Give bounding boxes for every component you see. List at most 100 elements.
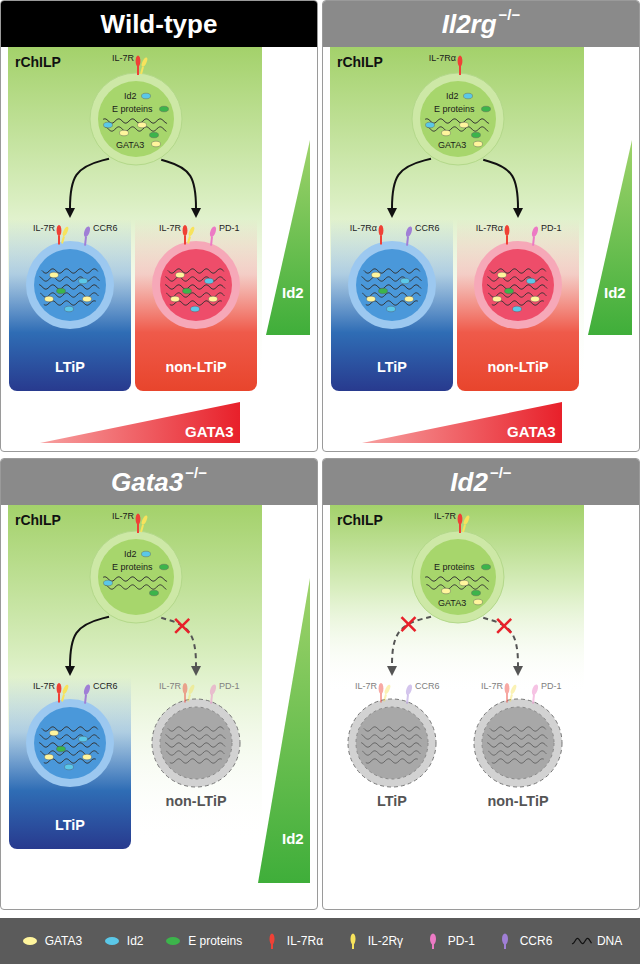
id2-molecule xyxy=(104,580,113,586)
genotype-title: Id2 xyxy=(450,469,488,495)
legend-text: PD-1 xyxy=(448,934,475,948)
cell-membrane xyxy=(152,241,240,329)
id2-molecule xyxy=(65,764,74,770)
id2-molecule xyxy=(401,278,410,284)
cell-membrane xyxy=(26,699,114,787)
il2rg-receptor xyxy=(510,684,518,695)
legend-swatch-shape xyxy=(105,937,119,945)
cell-membrane xyxy=(474,699,562,787)
blocked-cross xyxy=(401,617,415,631)
gata3-molecule xyxy=(442,130,451,136)
genotype-title: Wild-type xyxy=(101,11,218,37)
ccr6-receptor xyxy=(405,684,414,696)
legend-text: CCR6 xyxy=(520,934,553,948)
il2rg-receptor xyxy=(141,57,149,68)
gata3-gradient-triangle xyxy=(40,402,240,443)
il7r-receptor xyxy=(505,225,510,236)
surface-marker-stalk xyxy=(407,695,408,704)
receptor-label: IL-7Rα xyxy=(476,223,503,233)
blocked-cross xyxy=(175,619,189,633)
lineage-name: LTiP xyxy=(9,359,131,376)
gata3-molecule xyxy=(367,296,376,302)
gata3-molecule xyxy=(45,754,54,760)
gata3-molecule xyxy=(176,272,185,278)
dna-strand xyxy=(488,735,548,740)
il7r-stalk xyxy=(459,524,461,533)
progenitor-cell: IL-7RId2E proteinsGATA3 xyxy=(84,51,188,169)
stage-label: rChILP xyxy=(15,55,61,70)
receptor-label: IL-7R xyxy=(112,53,134,63)
gata3-molecule xyxy=(50,730,59,736)
cell-membrane xyxy=(348,699,436,787)
legend-text: Id2 xyxy=(127,934,144,948)
dna-strand xyxy=(165,285,225,290)
il7r-stalk xyxy=(184,235,186,244)
gata3-molecule xyxy=(405,296,414,302)
dna-strand xyxy=(490,727,546,731)
legend-text: IL-2Rγ xyxy=(368,934,403,948)
receptor-label: CCR6 xyxy=(415,681,440,691)
genotype-panel: Id2−/−IL-7RE proteinsGATA3IL-7RCCR6LTiPI… xyxy=(322,458,640,910)
dna-strand xyxy=(488,277,548,282)
il2rg-stalk xyxy=(62,236,64,243)
il7r-stalk xyxy=(506,693,508,702)
cell-membrane xyxy=(412,531,504,623)
receptor-label: CCR6 xyxy=(93,223,118,233)
cell-membrane xyxy=(26,241,114,329)
genotype-panel: Gata3−/−IL-7RId2E proteinsIL-7RCCR6LTiPI… xyxy=(0,458,318,910)
gata3-molecule xyxy=(442,588,451,594)
cell-membrane xyxy=(90,531,182,623)
legend-text: GATA3 xyxy=(45,934,83,948)
legend-item: IL-2Rγ xyxy=(341,933,403,949)
il2rg-receptor xyxy=(463,515,471,526)
gata3-molecule xyxy=(83,754,92,760)
id2-gradient-triangle xyxy=(266,140,310,335)
lineage-name: LTiP xyxy=(9,817,131,834)
legend-item: GATA3 xyxy=(18,933,83,949)
legend-swatch-shape xyxy=(269,934,274,945)
cell-nucleus xyxy=(98,81,174,157)
gata3-gradient-triangle xyxy=(362,402,562,443)
legend-swatch xyxy=(341,933,365,949)
genotype-title: Il2rg xyxy=(442,11,497,37)
id2-molecule xyxy=(464,93,473,99)
molecule-label: Id2 xyxy=(446,91,459,101)
il7r-stalk xyxy=(58,693,60,702)
genotype-superscript: −/− xyxy=(499,6,521,23)
lineage-name: non-LTiP xyxy=(135,359,257,376)
gata3-molecule xyxy=(120,130,129,136)
cell-membrane xyxy=(348,241,436,329)
green-field xyxy=(330,504,584,694)
ccr6-receptor xyxy=(83,226,92,238)
receptor-label: IL-7R xyxy=(33,681,55,691)
molecule-label: E proteins xyxy=(112,104,153,114)
legend-swatch xyxy=(100,933,124,949)
legend-item: Id2 xyxy=(100,933,144,949)
id2-molecule xyxy=(387,306,396,312)
dna-strand xyxy=(104,127,166,132)
cell-membrane xyxy=(90,73,182,165)
lineage-arrow xyxy=(392,159,431,216)
panel-ground xyxy=(0,458,318,910)
e-protein-molecule xyxy=(57,288,66,294)
panel-ground xyxy=(322,0,640,452)
lineage-box: IL-7RPD-1non-LTiP xyxy=(457,677,579,849)
molecule-label: GATA3 xyxy=(438,140,466,150)
gata3-molecule xyxy=(83,296,92,302)
il7r-stalk xyxy=(137,66,139,75)
dna-strand xyxy=(40,277,100,282)
gata3-molecule xyxy=(493,296,502,302)
il7r-receptor xyxy=(505,683,510,694)
gata3-molecule xyxy=(460,122,469,128)
id2-molecule xyxy=(191,306,200,312)
e-protein-molecule xyxy=(160,564,169,570)
receptor-label: PD-1 xyxy=(219,223,240,233)
dna-strand xyxy=(165,743,225,748)
lineage-box: IL-7RαPD-1non-LTiP xyxy=(457,219,579,391)
panel-background xyxy=(322,458,640,910)
genotype-superscript: −/− xyxy=(185,464,207,481)
dna-strand xyxy=(364,727,420,731)
molecule-label: GATA3 xyxy=(438,598,466,608)
legend-text: IL-7Rα xyxy=(287,934,323,948)
il2rg-stalk xyxy=(141,67,143,74)
